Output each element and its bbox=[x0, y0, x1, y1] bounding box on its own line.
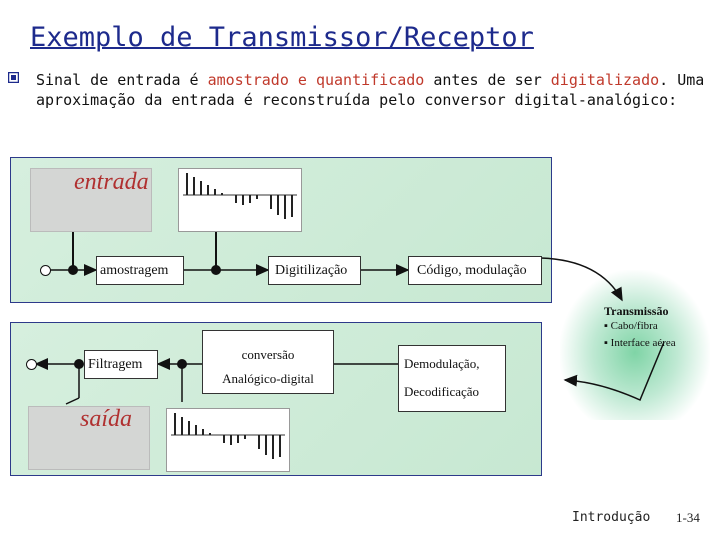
coding-modulation-label: Código, modulação bbox=[417, 263, 527, 278]
sampled-signal-plot bbox=[178, 168, 302, 232]
channel-title: Transmissão bbox=[604, 304, 669, 318]
channel-item-air: ▪ Interface aérea bbox=[604, 337, 676, 349]
sampling-label: amostragem bbox=[100, 263, 169, 278]
da-converter-box: conversão Analógico-digital bbox=[202, 330, 334, 394]
filter-junction-dot bbox=[74, 359, 84, 369]
intro-paragraph: Sinal de entrada é amostrado e quantific… bbox=[36, 70, 716, 110]
source-node bbox=[40, 265, 51, 276]
intro-highlight-2: digitalizado bbox=[550, 71, 660, 89]
intro-text-2: antes de ser bbox=[424, 71, 551, 89]
channel-glow bbox=[560, 270, 710, 420]
page-title: Exemplo de Transmissor/Receptor bbox=[30, 22, 534, 53]
output-node bbox=[26, 359, 37, 370]
channel-item-bullet: ▪ bbox=[604, 337, 608, 349]
digitization-box: Digitilização bbox=[268, 256, 361, 285]
channel-item-bullet: ▪ bbox=[604, 320, 608, 332]
footer-section: Introdução bbox=[572, 510, 651, 525]
demodulation-box: Demodulação, Decodificação bbox=[398, 345, 506, 412]
coding-modulation-box: Código, modulação bbox=[408, 256, 542, 285]
input-label: entrada bbox=[74, 169, 149, 195]
bullet-icon bbox=[8, 72, 19, 83]
sampling-box: amostragem bbox=[96, 256, 184, 285]
intro-text-3: . Uma aproximação da entrada é reconstru… bbox=[36, 71, 705, 109]
digitization-label: Digitilização bbox=[275, 263, 348, 278]
converter-top-label: conversão bbox=[241, 347, 295, 362]
converter-junction-dot bbox=[177, 359, 187, 369]
output-signal-thumbnail bbox=[28, 406, 150, 470]
decoding-label: Decodificação bbox=[404, 384, 480, 399]
converter-bottom-label: Analógico-digital bbox=[222, 371, 314, 386]
demodulation-label: Demodulação, bbox=[404, 356, 480, 371]
channel-item-cable: ▪ Cabo/fibra bbox=[604, 320, 658, 332]
input-signal-thumbnail bbox=[30, 168, 152, 232]
sampling-junction-dot bbox=[68, 265, 78, 275]
intro-text-1: Sinal de entrada é bbox=[36, 71, 208, 89]
output-label: saída bbox=[80, 406, 133, 432]
filtering-label: Filtragem bbox=[88, 357, 143, 372]
intro-highlight-1: amostrado e quantificado bbox=[207, 71, 425, 89]
channel-item-air-label: Interface aérea bbox=[610, 337, 676, 349]
footer-page-number: 1-34 bbox=[676, 510, 700, 525]
filtering-box: Filtragem bbox=[84, 350, 158, 379]
reconstructed-signal-plot bbox=[166, 408, 290, 472]
channel-item-cable-label: Cabo/fibra bbox=[610, 320, 658, 332]
digitization-junction-dot bbox=[211, 265, 221, 275]
